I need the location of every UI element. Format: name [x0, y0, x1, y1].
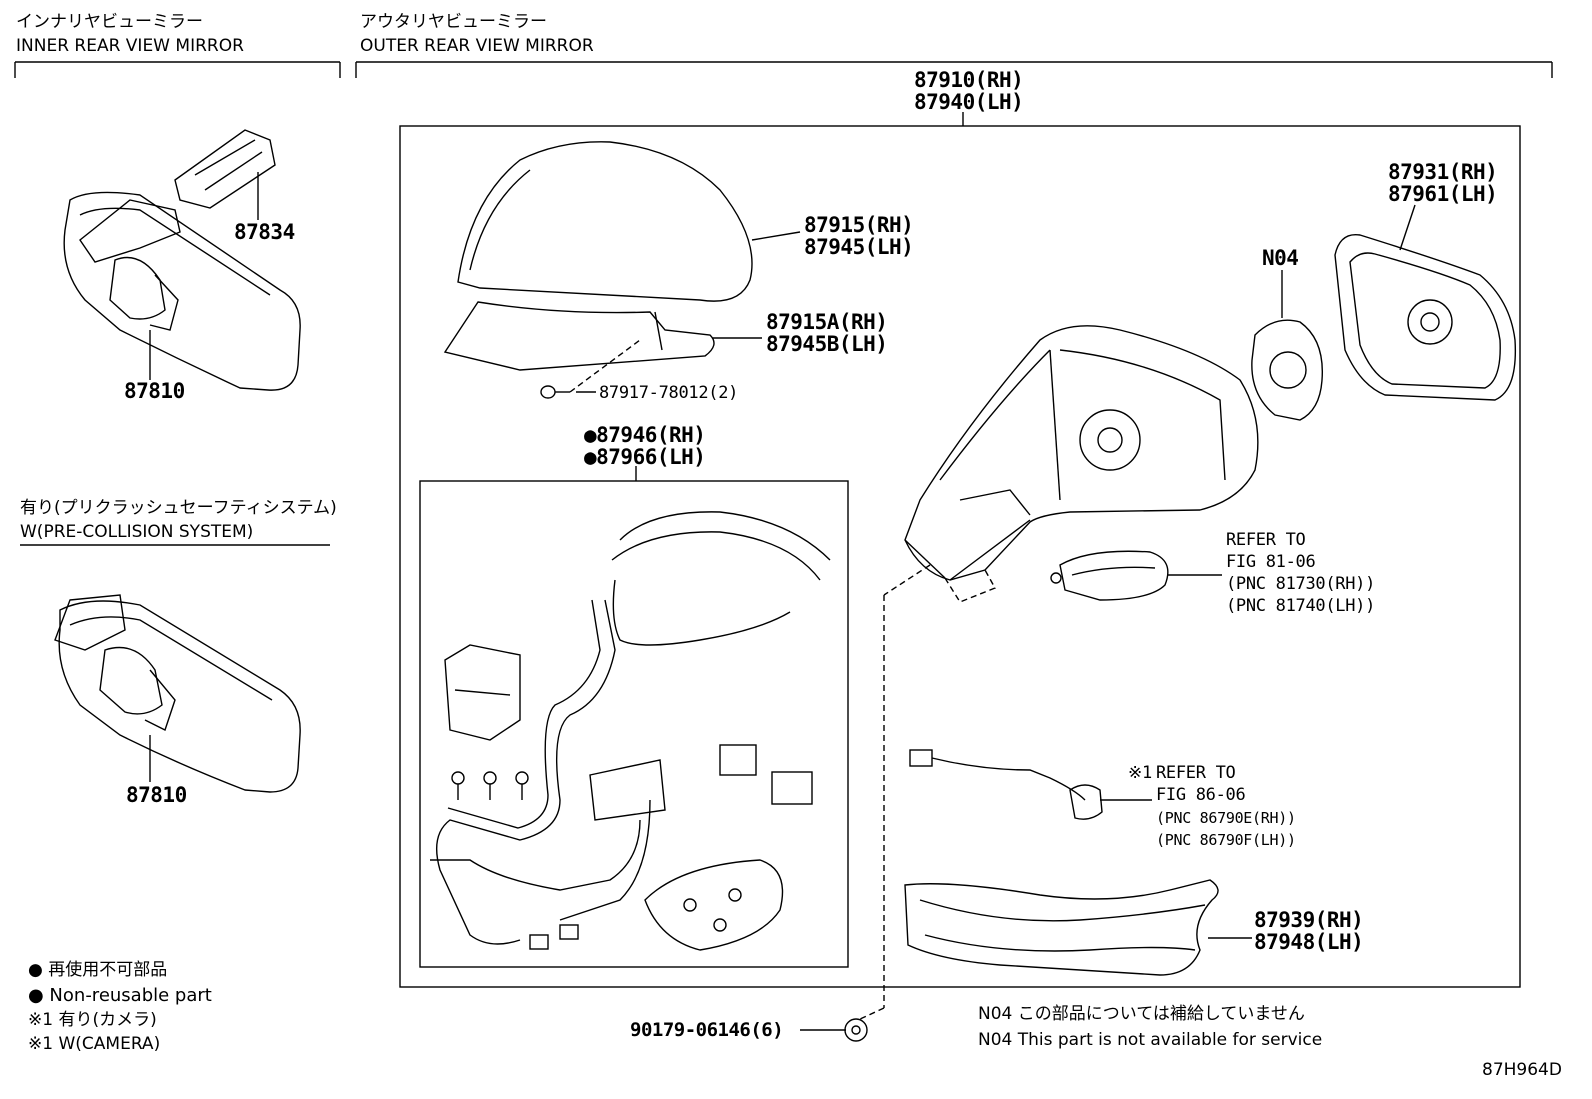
precollision-title-jp: 有り(プリクラッシュセーフティシステム) — [20, 498, 337, 518]
part-clip: 90179-06146(6) — [630, 1019, 784, 1041]
figure-id: 87H964D — [1482, 1060, 1562, 1080]
part-lower-rh: 87939(RH) — [1254, 908, 1364, 932]
outer-title-jp: アウタリヤビューミラー — [360, 12, 547, 32]
refer1-line1: REFER TO — [1226, 530, 1306, 550]
precollision-title-en: W(PRE-COLLISION SYSTEM) — [20, 522, 254, 542]
mirror-body-drawing — [857, 325, 1259, 1021]
refer2-line1: REFER TO — [1156, 763, 1236, 783]
part-cover-lh: 87945(LH) — [804, 235, 914, 259]
part-87810-b: 87810 — [126, 783, 187, 807]
refer2-line4: (PNC 86790F(LH)) — [1156, 831, 1296, 849]
legend-camera-jp: ※1 有り(カメラ) — [28, 1010, 157, 1030]
legend-camera-en: ※1 W(CAMERA) — [28, 1034, 161, 1054]
refer2-line2: FIG 86-06 — [1156, 785, 1246, 805]
inner-section-bracket — [14, 61, 341, 78]
part-assy-lh: 87940(LH) — [914, 90, 1024, 114]
lower-cover-drawing — [904, 879, 1219, 976]
inner-mirror-drawing — [63, 129, 301, 391]
turn-lamp-drawing — [1050, 550, 1169, 601]
inner-title-en: INNER REAR VIEW MIRROR — [16, 36, 244, 56]
part-harness-rh: ●87946(RH) — [584, 423, 706, 447]
outer-title-en: OUTER REAR VIEW MIRROR — [360, 36, 594, 56]
part-n04: N04 — [1262, 246, 1299, 270]
screw-drawing — [540, 339, 641, 399]
cover-a-drawing — [443, 301, 715, 371]
refer2-line3: (PNC 86790E(RH)) — [1156, 809, 1296, 827]
refer1-line3: (PNC 81730(RH)) — [1226, 574, 1376, 594]
inner-title-jp: インナリヤビューミラー — [16, 12, 203, 32]
part-cover-b-lh: 87945B(LH) — [766, 332, 888, 356]
outer-section-bracket — [355, 61, 1553, 78]
part-cover-rh: 87915(RH) — [804, 213, 914, 237]
part-glass-lh: 87961(LH) — [1388, 182, 1498, 206]
part-harness-lh: ●87966(LH) — [584, 445, 706, 469]
outer-assembly-frame — [399, 125, 1521, 988]
part-lower-lh: 87948(LH) — [1254, 930, 1364, 954]
leader-glass — [1399, 204, 1416, 251]
harness-drawing — [430, 511, 831, 951]
harness-frame — [419, 480, 849, 968]
legend-nonreusable-en: ● Non-reusable part — [28, 985, 212, 1006]
mirror-glass-drawing — [1334, 233, 1517, 401]
actuator-drawing — [1251, 319, 1324, 421]
leader-cover — [751, 231, 801, 241]
part-87834: 87834 — [234, 220, 295, 244]
note-n04-en: N04 This part is not available for servi… — [978, 1030, 1323, 1050]
refer2-mark: ※1 — [1128, 763, 1152, 783]
part-screw: 87917-78012(2) — [599, 383, 739, 403]
refer1-line4: (PNC 81740(LH)) — [1226, 596, 1376, 616]
legend-nonreusable-jp: ● 再使用不可部品 — [28, 960, 168, 980]
mirror-cover-drawing — [457, 141, 753, 302]
camera-drawing — [909, 749, 1103, 820]
part-glass-rh: 87931(RH) — [1388, 160, 1498, 184]
refer1-line2: FIG 81-06 — [1226, 552, 1316, 572]
clip-drawing — [800, 1018, 868, 1042]
part-87810-a: 87810 — [124, 379, 185, 403]
note-n04-jp: N04 この部品については補給していません — [978, 1004, 1305, 1024]
inner-mirror-precollision-drawing — [54, 594, 301, 793]
part-cover-a-rh: 87915A(RH) — [766, 310, 888, 334]
part-assy-rh: 87910(RH) — [914, 68, 1024, 92]
